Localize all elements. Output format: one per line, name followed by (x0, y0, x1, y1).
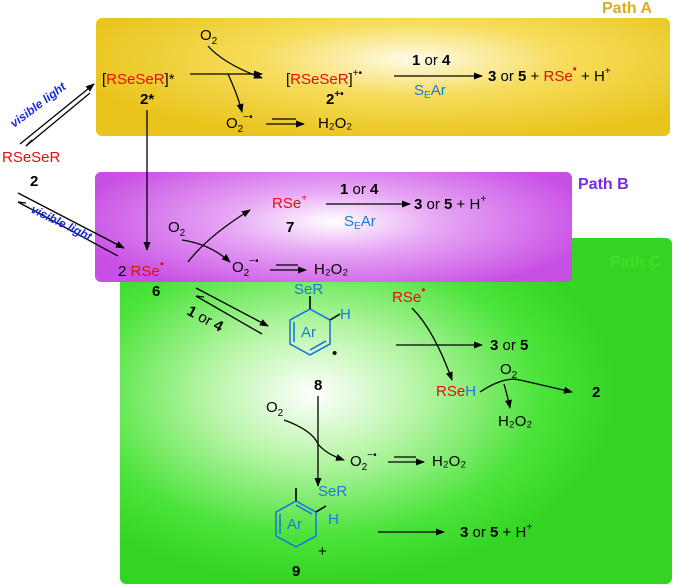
equilibrium-addition (195, 287, 269, 335)
excited-species: [RSeSeR]* (102, 71, 175, 88)
intermediate-9-number: 9 (292, 563, 300, 580)
h2o2-branch-c1 (503, 383, 512, 409)
o2-reduction-arrow-c (283, 419, 345, 461)
path-a-box (96, 18, 670, 136)
rse-cation-species: RSe+ (272, 193, 307, 212)
cation-charge-9: + (318, 543, 327, 560)
rsesr-number: 2 (30, 173, 38, 190)
path-c-box (120, 238, 672, 584)
excited-number: 2* (140, 91, 154, 108)
path-c-label: Path C (610, 254, 661, 271)
ser-8: SeR (294, 281, 323, 298)
to-h2o2-arrow-c (388, 456, 425, 466)
product-2: 2 (592, 384, 600, 401)
rse-radical-species: 2 RSe• (118, 257, 164, 280)
intermediate-9-ring (275, 488, 327, 548)
h2o2-b: H₂O₂ (314, 261, 348, 278)
equilibrium-light-upper (19, 83, 95, 147)
o2-reduction-arrow-b (181, 239, 231, 263)
h2o2-c1: H₂O₂ (498, 413, 532, 430)
rseh-species: RSeH (436, 383, 476, 400)
radical-cation-number: 2+• (326, 89, 344, 108)
h-8: H (340, 306, 351, 323)
intermediate-8-number: 8 (314, 377, 322, 394)
o2-arrow-a (207, 45, 263, 79)
rse-cation-number: 7 (286, 219, 294, 236)
intermediate-8-ring (289, 296, 341, 356)
h2o2-c2: H₂O₂ (432, 453, 466, 470)
h2o2-a: H₂O₂ (318, 115, 352, 132)
o2-c2: O2 (266, 399, 284, 419)
o2-c1: O2 (500, 361, 518, 381)
rse-radical-number: 6 (152, 283, 160, 300)
visible-light-label-upper: visible light (7, 79, 69, 131)
o2-b: O2 (168, 219, 186, 239)
equilibrium-light-lower (17, 192, 125, 257)
ser-9: SeR (318, 483, 347, 500)
products-c1: 3 or 5 (490, 337, 528, 354)
superoxide-branch-a (227, 73, 244, 113)
path-b-box (95, 172, 572, 282)
superoxide-c: O2−• (350, 450, 377, 473)
rse-radical-c: RSe• (392, 283, 425, 306)
products-a: 3 or 5 + RSe• + H+ (488, 62, 611, 85)
h-9: H (328, 511, 339, 528)
reagent-a: 1 or 4 (412, 52, 451, 69)
products-b: 3 or 5 + H+ (414, 194, 486, 213)
reagent-c: 1 or 4 (184, 303, 226, 336)
ar-label-8: Ar (301, 324, 316, 341)
reagent-b: 1 or 4 (340, 181, 379, 198)
rsesr-species: RSeSeR (2, 149, 61, 166)
products-c2: 3 or 5 + H+ (460, 522, 532, 541)
o2-a: O2 (200, 27, 218, 47)
sear-label-a: SEAr (414, 82, 446, 101)
visible-light-label-lower: visible light (29, 202, 95, 244)
sear-label-b: SEAr (344, 213, 376, 232)
to-h2o2-arrow-b (270, 264, 307, 274)
path-a-label: Path A (602, 0, 653, 17)
radical-cation-species: [RSeSeR]+• (286, 68, 363, 88)
rseh-oxidation-arrow (479, 378, 573, 394)
rse-to-rseh-arrow (411, 307, 453, 381)
path-b-label: Path B (578, 176, 629, 193)
radical-dot-8: • (332, 345, 337, 362)
ar-label-9: Ar (287, 516, 302, 533)
superoxide-a: O2−• (226, 112, 253, 135)
superoxide-b: O2−• (232, 256, 259, 279)
to-h2o2-arrow-a (266, 118, 305, 128)
oxidation-arrow-b (187, 209, 251, 263)
